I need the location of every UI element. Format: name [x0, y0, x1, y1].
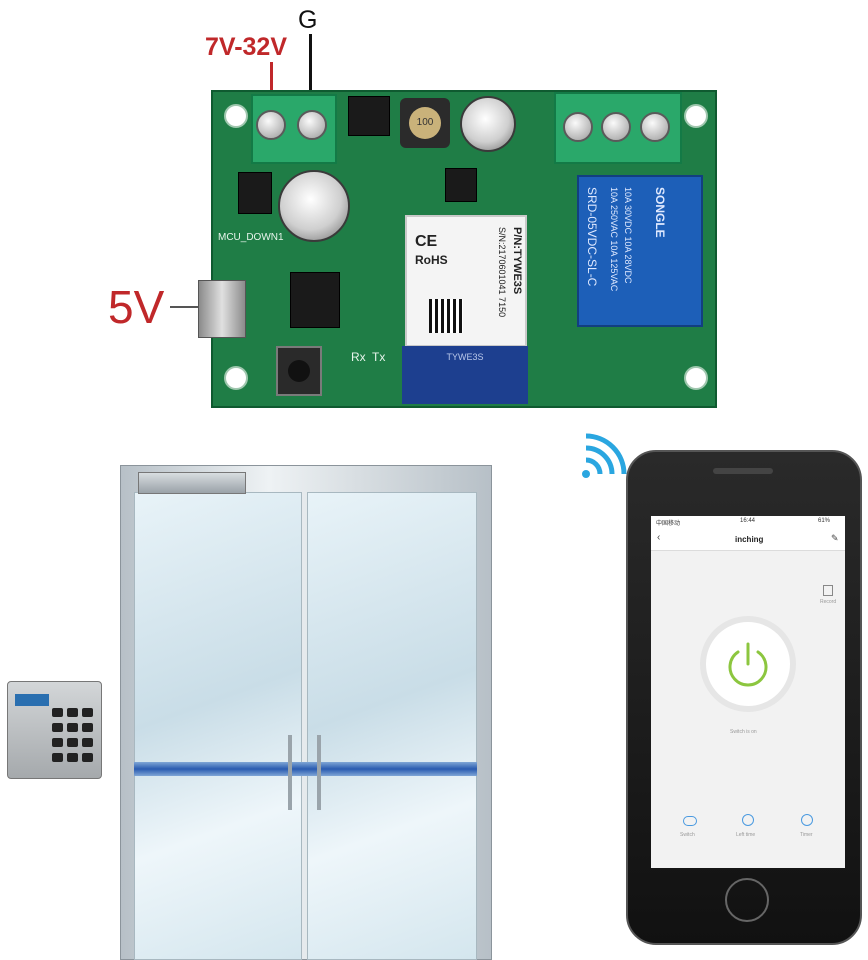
mount-hole: [224, 104, 248, 128]
screw-icon: [256, 110, 286, 140]
status-bar: [651, 516, 845, 528]
door-handle: [288, 735, 292, 810]
screw-icon: [601, 112, 631, 142]
ic-chip: [348, 96, 390, 136]
left-time-tab-icon[interactable]: [742, 814, 754, 826]
rohs-mark: RoHS: [415, 253, 448, 267]
ic-chip: [445, 168, 477, 202]
magnetic-lock: [138, 472, 246, 494]
ce-mark: CE: [415, 233, 438, 250]
relay-model: SRD-05VDC-SL-C: [585, 187, 599, 287]
ground-label: G: [298, 6, 318, 34]
switch-tab-icon[interactable]: [683, 816, 697, 826]
app-title: inching: [735, 535, 764, 544]
tx-label: Tx: [372, 350, 386, 364]
tab-timer[interactable]: Timer: [800, 832, 813, 838]
mount-hole: [684, 366, 708, 390]
screw-icon: [563, 112, 593, 142]
ic-chip: [238, 172, 272, 214]
wifi-module: CE RoHS P/N:TYWE3S S/N:2170601041 7150: [405, 215, 527, 347]
wifi-signal-icon: [582, 433, 627, 478]
keypad-display: [15, 694, 49, 706]
home-button[interactable]: [725, 878, 769, 922]
back-icon[interactable]: ‹: [657, 532, 661, 543]
screw-icon: [640, 112, 670, 142]
edit-icon[interactable]: ✎: [831, 533, 839, 543]
qr-code-icon: [429, 299, 463, 333]
relay-component: SONGLE SRD-05VDC-SL-C 10A 250VAC 10A 125…: [577, 175, 703, 327]
carrier-label: 中国移动: [656, 521, 681, 527]
antenna-label: TYWE3S: [446, 352, 484, 362]
usb-pointer-line: [170, 306, 200, 308]
door-handle: [317, 735, 321, 810]
phone-speaker: [713, 468, 773, 474]
reset-button[interactable]: [276, 346, 322, 396]
tab-left-time[interactable]: Left time: [736, 832, 756, 838]
inductor: 100: [400, 98, 450, 148]
micro-usb-port: [198, 280, 246, 338]
door-blue-stripe: [134, 762, 477, 776]
app-bar: [651, 528, 845, 551]
capacitor: [278, 170, 350, 242]
record-icon[interactable]: [823, 585, 833, 596]
usb-voltage-label: 5V: [108, 281, 165, 333]
record-label: Record: [820, 599, 837, 605]
clock: 16:44: [740, 518, 756, 524]
switch-status: Switch is on: [730, 729, 757, 735]
relay-brand: SONGLE: [653, 187, 667, 238]
door-glass-right: [307, 492, 477, 960]
timer-tab-icon[interactable]: [801, 814, 813, 826]
relay-rating-ac: 10A 250VAC 10A 125VAC: [609, 187, 619, 292]
capacitor: [460, 96, 516, 152]
ic-chip: [290, 272, 340, 328]
voltage-wire: [270, 62, 273, 112]
ground-wire: [309, 34, 312, 112]
antenna-area: TYWE3S: [402, 346, 528, 404]
rx-label: Rx: [351, 350, 366, 364]
power-icon: [728, 642, 768, 687]
tab-switch[interactable]: Switch: [680, 832, 695, 838]
battery-level: 61%: [818, 518, 831, 524]
door-glass-left: [134, 492, 302, 960]
mount-hole: [684, 104, 708, 128]
relay-rating-dc: 10A 30VDC 10A 28VDC: [623, 187, 633, 284]
mount-hole: [224, 366, 248, 390]
screw-icon: [297, 110, 327, 140]
voltage-range-label: 7V-32V: [205, 33, 288, 61]
mcu-label: MCU_DOWN1: [218, 232, 284, 243]
keypad-keys: [52, 708, 97, 763]
